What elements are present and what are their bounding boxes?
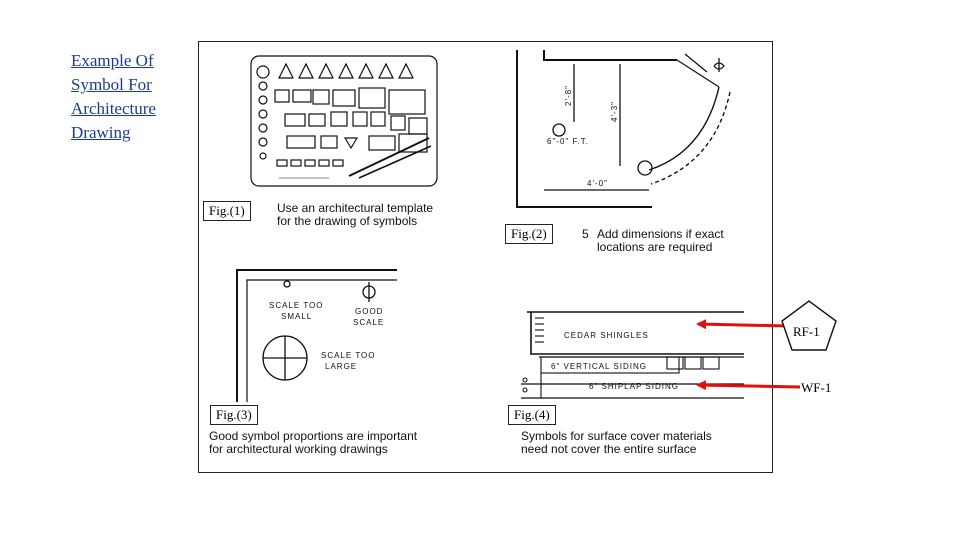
dim-label-c: 6"-0" F.T. (547, 137, 589, 146)
wf-tag: WF-1 (801, 380, 832, 395)
title-line-3: Architecture (71, 99, 156, 118)
fig3-label: Fig.(3) (210, 405, 258, 425)
figure-panel: Use an architectural template for the dr… (198, 41, 773, 473)
dim-label-b: 4'-3" (610, 101, 619, 122)
fig2-caption-line-2: locations are required (597, 240, 712, 254)
material-label-cedar: CEDAR SHINGLES (564, 331, 649, 340)
scale-too-large-line-2: LARGE (325, 362, 357, 371)
good-scale-line-2: SCALE (353, 318, 384, 327)
title-line-1: Example Of (71, 51, 154, 70)
dimension-drawing (516, 50, 731, 208)
title-line-2: Symbol For (71, 75, 152, 94)
dim-label-a: 2'-8" (564, 85, 573, 106)
fig2-label: Fig.(2) (505, 224, 553, 244)
fig1-label: Fig.(1) (203, 201, 251, 221)
good-scale-line-1: GOOD (355, 307, 383, 316)
material-label-shiplap: 6" SHIPLAP SIDING (589, 382, 679, 391)
scale-too-small-line-1: SCALE TOO (269, 301, 324, 310)
page-title: Example Of Symbol For Architecture Drawi… (71, 49, 201, 145)
fig3-caption-line-1: Good symbol proportions are important (209, 429, 418, 443)
rf-tag: RF-1 (793, 324, 820, 339)
template-outline (250, 55, 438, 187)
fig2-caption-line-1: Add dimensions if exact (597, 227, 724, 241)
fig2-caption-number: 5 (582, 227, 589, 241)
template-drawing (250, 55, 438, 187)
fig1-caption-line-2: for the drawing of symbols (277, 214, 417, 228)
materials-drawing (521, 311, 744, 399)
figure-scan: Use an architectural template for the dr… (209, 50, 744, 456)
material-label-vertical: 6" VERTICAL SIDING (551, 362, 647, 371)
fig4-caption-line-2: need not cover the entire surface (521, 442, 697, 456)
scale-too-small-line-2: SMALL (281, 312, 312, 321)
fig4-caption-line-1: Symbols for surface cover materials (521, 429, 712, 443)
fig3-caption-line-2: for architectural working drawings (209, 442, 388, 456)
title-line-4: Drawing (71, 123, 131, 142)
proportion-drawing (236, 269, 397, 402)
fig1-caption-line-1: Use an architectural template (277, 201, 433, 215)
dim-label-d: 4'-0" (587, 179, 608, 188)
fig4-label: Fig.(4) (508, 405, 556, 425)
scale-too-large-line-1: SCALE TOO (321, 351, 376, 360)
